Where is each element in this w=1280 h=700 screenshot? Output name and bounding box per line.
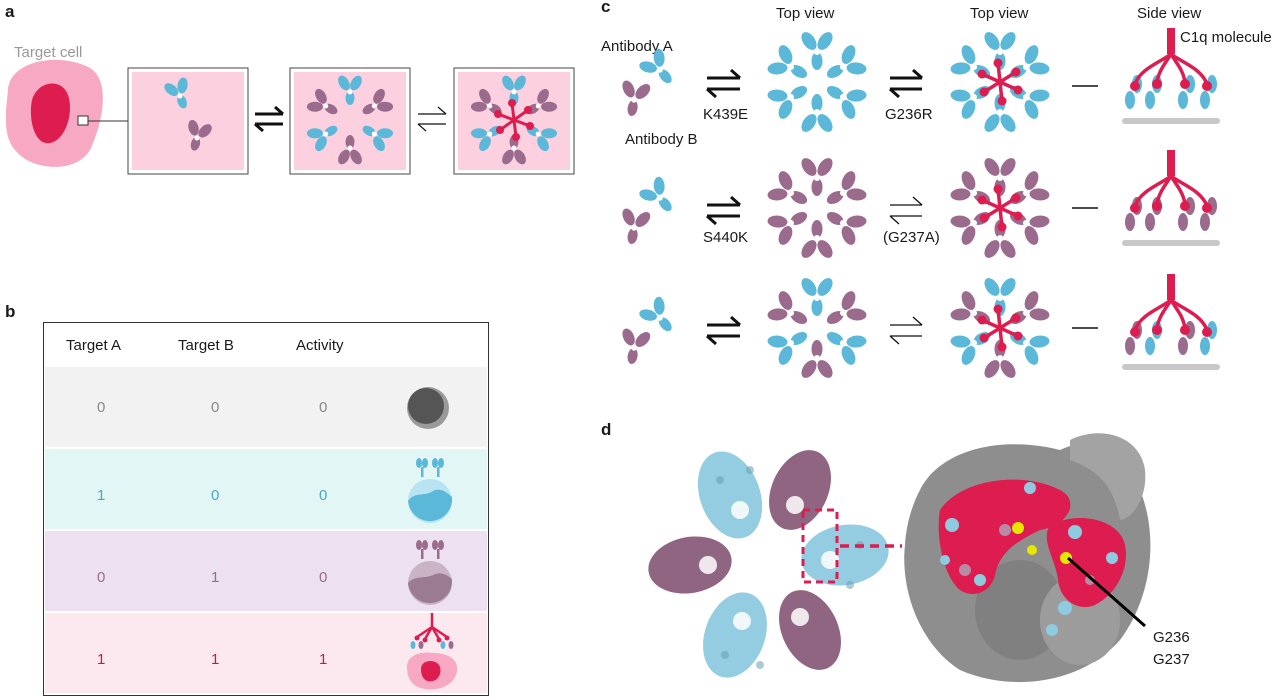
lysed-cell-icon [407, 613, 458, 690]
mutation-label-g236r: G236R [885, 106, 933, 123]
equilibrium-arrow-heavy [706, 195, 741, 226]
target-cell-nucleus [30, 83, 70, 144]
hexamer-structure [648, 450, 902, 678]
header-activity: Activity [296, 337, 344, 354]
cell-target-b: 0 [211, 399, 220, 416]
cell-target-a: 0 [97, 569, 106, 586]
equilibrium-arrow-thin [889, 316, 923, 345]
mutation-label-g237a: (G237A) [883, 229, 940, 246]
panel-a-letter: a [5, 2, 15, 21]
table-row: 0 1 0 [45, 531, 487, 611]
table-row: 1 0 0 [45, 449, 487, 529]
cell-target-b: 0 [211, 487, 220, 504]
equilibrium-arrow-heavy [706, 68, 741, 99]
cell-activity: 0 [319, 487, 328, 504]
cell-target-b: 1 [211, 569, 220, 586]
mutation-label-s440k: S440K [703, 229, 749, 246]
header-target-a: Target A [66, 337, 122, 354]
panel-d-letter: d [601, 420, 612, 439]
equilibrium-arrow-heavy [889, 68, 923, 99]
panel-b-letter: b [5, 302, 16, 321]
panel-d-structure [648, 433, 1151, 683]
cell-activity: 0 [319, 569, 328, 586]
gray-cell-icon [407, 387, 449, 429]
equilibrium-arrow-a1 [254, 105, 284, 133]
panel-c-letter: c [601, 0, 611, 16]
panel-c-diagram [614, 26, 1220, 381]
panel-a-diagram [5, 59, 575, 175]
header-target-b: Target B [178, 337, 234, 354]
purple-cell-icon [408, 540, 453, 605]
cell-activity: 1 [319, 651, 328, 668]
residue-label-g237: G237 [1153, 651, 1190, 668]
blue-cell-icon [408, 458, 453, 523]
equilibrium-arrow-heavy [706, 315, 741, 346]
antibody-a-label: Antibody A [601, 38, 673, 55]
equilibrium-arrow-thin [889, 196, 923, 225]
cell-target-a: 0 [97, 399, 106, 416]
cell-target-a: 1 [97, 651, 106, 668]
zoomed-surface [904, 433, 1151, 683]
table-row: 1 1 1 [45, 613, 487, 693]
column-header-top-view-2: Top view [970, 5, 1029, 22]
cell-target-b: 1 [211, 651, 220, 668]
residue-label-g236: G236 [1153, 629, 1190, 646]
antibody-b-label: Antibody B [625, 131, 698, 148]
column-header-side-view: Side view [1137, 5, 1202, 22]
cell-target-a: 1 [97, 487, 106, 504]
cell-activity: 0 [319, 399, 328, 416]
c1q-molecule-label: C1q molecule [1180, 29, 1272, 46]
mutation-label-k439e: K439E [703, 106, 749, 123]
target-cell-label: Target cell [14, 44, 83, 61]
activity-table: Target A Target B Activity 0 0 0 1 0 0 0… [43, 322, 489, 696]
equilibrium-arrow-a2 [417, 106, 447, 132]
column-header-top-view-1: Top view [776, 5, 835, 22]
table-row: 0 0 0 [45, 367, 487, 447]
